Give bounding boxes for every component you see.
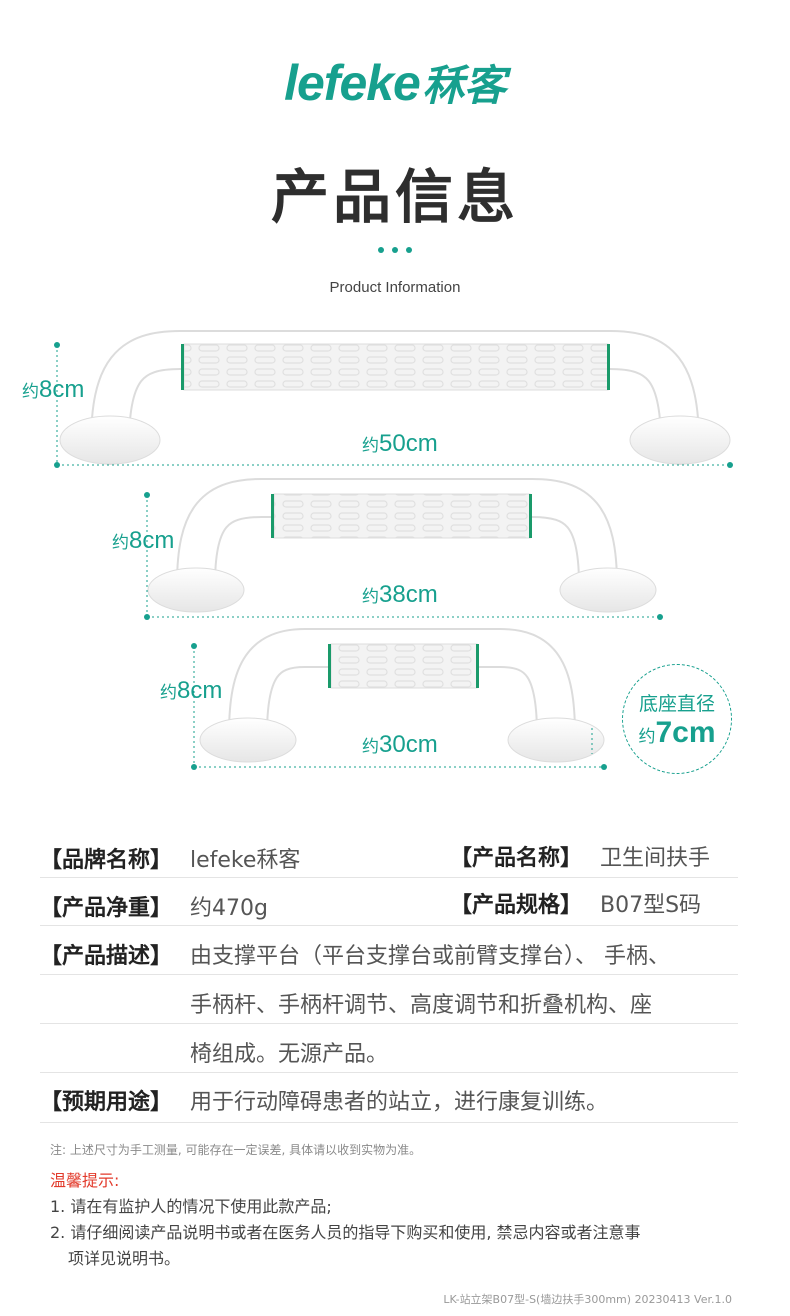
spec-row-desc-3: 椅组成。无源产品。 — [40, 1023, 738, 1073]
length-label-medium: 约38cm — [362, 581, 438, 608]
description-line-1: 由支撑平台（平台支撑台或前臂支撑台）、 手柄、 — [190, 944, 670, 969]
base-diameter-badge: 底座直径 约7cm — [622, 664, 732, 774]
badge-value: 约7cm — [638, 716, 716, 749]
brand-value: lefeke秝客 — [190, 848, 301, 873]
spec-row-brand: 【品牌名称】 lefeke秝客 【产品名称】 卫生间扶手 — [40, 830, 738, 878]
warning-item-2: 2. 请仔细阅读产品说明书或者在医务人员的指导下购买和使用, 禁忌内容或者注意事 — [50, 1223, 641, 1242]
intended-use-value: 用于行动障碍患者的站立，进行康复训练。 — [190, 1090, 609, 1115]
height-label-medium: 约8cm — [112, 527, 175, 554]
spec-row-desc-2: 手柄杆、手柄杆调节、高度调节和折叠机构、座 — [40, 974, 738, 1024]
product-illustrations — [54, 330, 733, 770]
brand-logo: lefeke秝客 — [0, 52, 790, 113]
height-label-large: 约8cm — [22, 376, 85, 403]
brand-label: 【品牌名称】 — [40, 848, 173, 873]
badge-title: 底座直径 — [638, 693, 715, 715]
description-line-2: 手柄杆、手柄杆调节、高度调节和折叠机构、座 — [190, 993, 653, 1018]
warning-item-2-cont: 项详见说明书。 — [68, 1249, 181, 1268]
page-title: 产品信息 — [270, 163, 519, 231]
grab-bar-large — [59, 330, 731, 465]
model-value: B07型S码 — [600, 893, 702, 918]
logo-latin: lefeke — [284, 55, 421, 111]
spec-row-use: 【预期用途】 用于行动障碍患者的站立，进行康复训练。 — [40, 1072, 738, 1123]
model-label: 【产品规格】 — [450, 893, 583, 918]
description-line-3: 椅组成。无源产品。 — [190, 1042, 389, 1067]
grab-bar-small — [199, 628, 605, 763]
weight-label: 【产品净重】 — [40, 896, 173, 921]
intended-use-label: 【预期用途】 — [40, 1090, 173, 1115]
description-label: 【产品描述】 — [40, 944, 173, 969]
dimension-lines-medium — [144, 492, 663, 620]
product-name-value: 卫生间扶手 — [600, 846, 711, 871]
spec-row-weight: 【产品净重】 约470g 【产品规格】 B07型S码 — [40, 877, 738, 926]
version-footer: LK-站立架B07型-S(墙边扶手300mm) 20230413 Ver.1.0 — [443, 1293, 732, 1306]
page-subtitle: Product Information — [329, 279, 461, 296]
warning-item-1: 1. 请在有监护人的情况下使用此款产品; — [50, 1197, 332, 1216]
product-name-label: 【产品名称】 — [450, 846, 583, 871]
grab-bar-medium — [147, 478, 657, 613]
measurement-note: 注: 上述尺寸为手工测量, 可能存在一定误差, 具体请以收到实物为准。 — [50, 1143, 422, 1157]
dimension-lines-small — [191, 643, 607, 770]
weight-value: 约470g — [190, 896, 268, 921]
title-dots — [0, 238, 790, 257]
length-label-small: 约30cm — [362, 731, 438, 758]
length-label-large: 约50cm — [362, 430, 438, 457]
dimension-lines-large — [54, 342, 733, 468]
logo-cjk: 秝客 — [421, 61, 506, 110]
height-label-small: 约8cm — [160, 677, 223, 704]
spec-row-desc-1: 【产品描述】 由支撑平台（平台支撑台或前臂支撑台）、 手柄、 — [40, 925, 738, 975]
warning-title: 温馨提示: — [50, 1171, 120, 1190]
